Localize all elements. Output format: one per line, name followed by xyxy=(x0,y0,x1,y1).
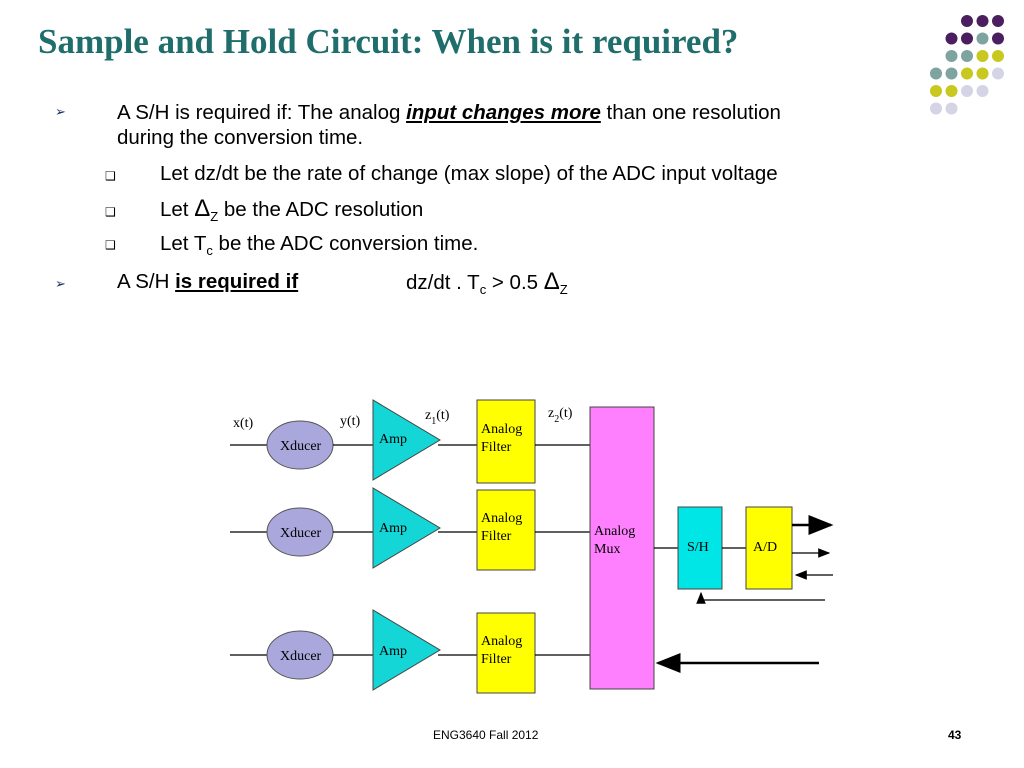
channel-3: Xducer Amp Analog Filter xyxy=(230,609,590,694)
sample-hold-label: S/H xyxy=(687,540,709,555)
filter-box xyxy=(476,399,536,484)
decorative-dot xyxy=(961,50,973,62)
transducer-label: Xducer xyxy=(280,439,322,454)
decorative-dot xyxy=(945,67,958,80)
decorative-dot xyxy=(976,85,989,97)
decorative-dot xyxy=(945,50,958,62)
filter-box xyxy=(476,489,536,571)
decorative-dot xyxy=(992,32,1004,45)
decorative-dot xyxy=(961,15,973,27)
transducer-label: Xducer xyxy=(280,526,322,541)
z2-signal-label: z2(t) xyxy=(548,406,573,425)
amplifier-shape xyxy=(372,609,441,691)
transducer-label: Xducer xyxy=(280,649,322,664)
decorative-dot xyxy=(930,85,942,97)
slide-title: Sample and Hold Circuit: When is it requ… xyxy=(38,22,739,61)
bullet-2: A S/H is required if xyxy=(117,270,299,293)
filter-label-line-1: Analog xyxy=(481,422,522,437)
sub-bullet-3: Let Tc be the ADC conversion time. xyxy=(160,232,479,258)
decorative-dot xyxy=(992,50,1004,62)
decorative-dot xyxy=(976,32,989,45)
channel-2: Xducer Amp Analog Filter xyxy=(230,487,590,571)
sub-bullet-2: Let ΔZ be the ADC resolution xyxy=(160,195,424,225)
sh-control-arrow xyxy=(696,591,825,604)
z1-signal-label: z1(t) xyxy=(425,408,450,427)
decorative-dot xyxy=(992,67,1004,80)
sub-bullet-1: Let dz/dt be the rate of change (max slo… xyxy=(160,162,778,185)
mux-label-line-1: Analog xyxy=(594,524,635,539)
amplifier-shape xyxy=(372,487,441,569)
filter-label-line-2: Filter xyxy=(481,440,512,455)
adc-label: A/D xyxy=(753,540,777,555)
bullet-1-line-2: during the conversion time. xyxy=(117,126,364,149)
filter-label-line-1: Analog xyxy=(481,634,522,649)
condition-expression: dz/dt . Tc > 0.5 ΔZ xyxy=(406,268,568,298)
amplifier-shape xyxy=(372,399,441,481)
data-acquisition-diagram: x(t) y(t) z1(t) z2(t) Xducer Amp Analog … xyxy=(230,399,834,694)
analog-mux-box xyxy=(589,406,655,690)
decorative-dot xyxy=(961,67,973,80)
adc-box xyxy=(745,506,793,590)
page-number: 43 xyxy=(948,728,962,742)
square-bullet-icon: ❑ xyxy=(105,205,116,219)
decorative-dot xyxy=(961,32,973,45)
x-signal-label: x(t) xyxy=(233,416,254,431)
decorative-dot xyxy=(930,102,942,115)
arrow-bullet-icon: ➢ xyxy=(55,276,66,291)
decorative-dot xyxy=(945,102,958,115)
square-bullet-icon: ❑ xyxy=(105,169,116,183)
decorative-dot xyxy=(945,85,958,97)
decorative-dot xyxy=(961,85,973,97)
decorative-dot xyxy=(945,32,958,45)
footer-course: ENG3640 Fall 2012 xyxy=(433,728,539,742)
mux-label-line-2: Mux xyxy=(594,542,620,557)
decorative-dot xyxy=(976,67,989,80)
requirement-text: is required if xyxy=(175,270,299,293)
decorative-dot xyxy=(992,15,1004,27)
decorative-dot xyxy=(976,15,989,27)
filter-box xyxy=(476,612,536,694)
channel-1: Xducer Amp Analog Filter xyxy=(230,399,590,484)
arrow-bullet-icon: ➢ xyxy=(55,104,66,119)
amplifier-label: Amp xyxy=(379,644,407,659)
square-bullet-icon: ❑ xyxy=(105,238,116,252)
y-signal-label: y(t) xyxy=(340,414,361,429)
amplifier-label: Amp xyxy=(379,432,407,447)
filter-label-line-1: Analog xyxy=(481,511,522,526)
amplifier-label: Amp xyxy=(379,521,407,536)
decorative-dot xyxy=(930,67,942,80)
bullet-1-line-1: A S/H is required if: The analog input c… xyxy=(117,101,781,124)
emphasis-text: input changes more xyxy=(406,101,601,124)
filter-label-line-2: Filter xyxy=(481,652,512,667)
filter-label-line-2: Filter xyxy=(481,529,512,544)
decorative-dot xyxy=(976,50,989,62)
